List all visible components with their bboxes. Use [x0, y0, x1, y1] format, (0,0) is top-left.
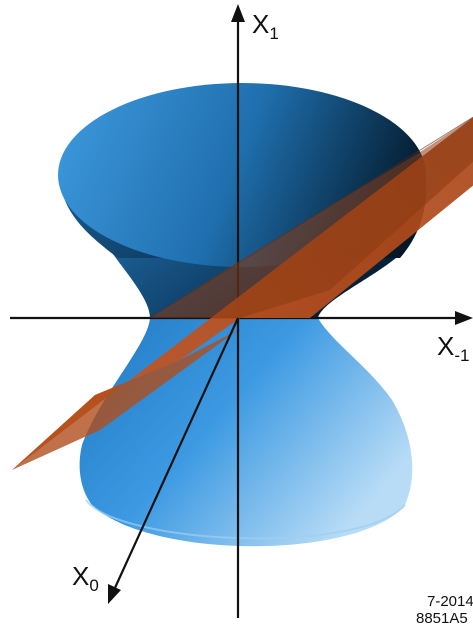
axis-label-x1: X1 [252, 9, 279, 43]
tangent-plane [12, 116, 473, 470]
figure-code-line2: 8851A5 [416, 610, 468, 627]
axis-label-x-minus1: X-1 [437, 331, 469, 365]
plane-lower-fold [12, 330, 238, 470]
hyperboloid-bottom-rim [85, 499, 406, 540]
axis-x0 [108, 317, 240, 604]
axis-label-x0: X0 [72, 561, 99, 595]
hyperboloid-lower-half [79, 318, 413, 547]
figure-code-line1: 7-2014 [427, 593, 473, 610]
plane-crease [149, 116, 473, 319]
